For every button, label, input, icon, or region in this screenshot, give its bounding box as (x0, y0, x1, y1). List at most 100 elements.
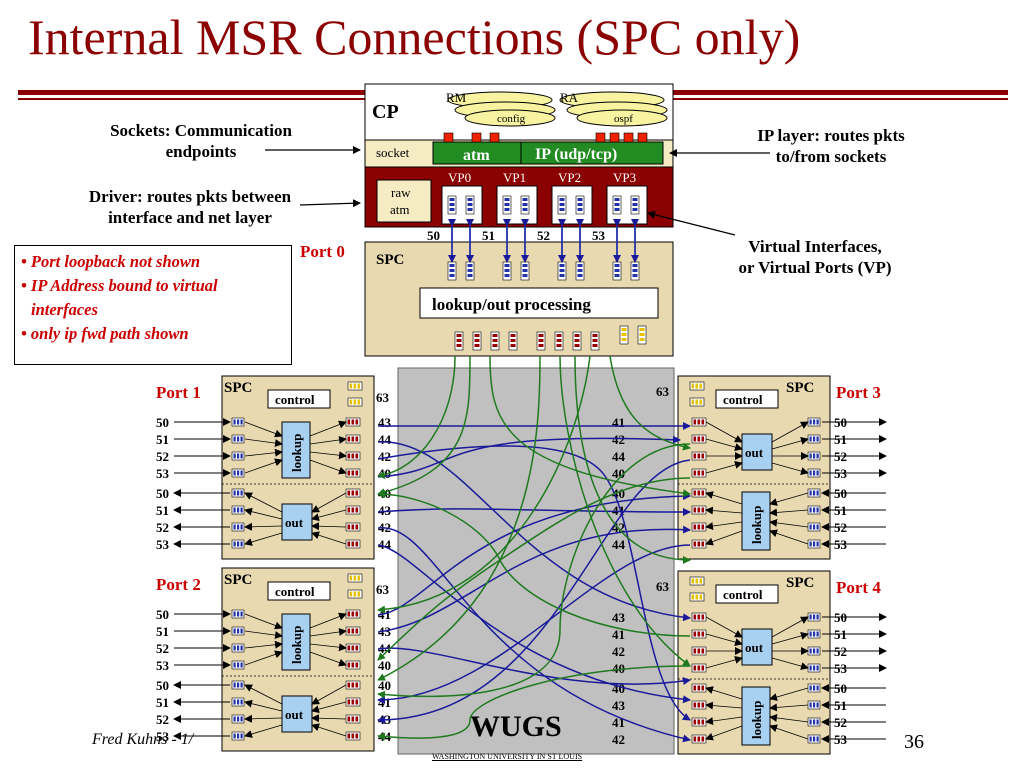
port-4-lk-out-1 (705, 701, 743, 710)
port-3-lnum-3: 40 (612, 466, 625, 481)
vp-queue-a-3 (612, 195, 622, 215)
port-4-out-in-1 (705, 633, 743, 646)
port-4-blue-q-0 (807, 612, 821, 622)
socket-marker-5 (623, 132, 634, 143)
lookup-out-label: lookup/out processing (432, 295, 591, 314)
port-1-blue-q-7 (231, 539, 245, 549)
port-1-lk-in-1 (244, 438, 283, 448)
port-2-rnum-5: 41 (378, 695, 391, 710)
iplayer-annotation: IP layer: routes pkts to/from sockets (706, 125, 956, 167)
port-4-lk-out-2 (705, 716, 743, 725)
port-2-blue-q-5 (231, 697, 245, 707)
port-3-lk-in-1 (769, 508, 809, 517)
port-4-lk-in-3 (769, 724, 809, 740)
port-1-blue-q-4 (231, 488, 245, 498)
vp-number-0: 50 (427, 228, 440, 243)
port-3-lnum-2: 44 (612, 449, 626, 464)
port-2-ctrl-q2 (347, 589, 363, 599)
connection-18 (377, 355, 541, 681)
cp-label: CP (372, 101, 399, 123)
port-1-lnum-1: 51 (156, 432, 169, 447)
port-4-spc-label: SPC (786, 575, 814, 591)
port-4-red-q-5 (691, 700, 707, 710)
port-4-ctrl-q2 (689, 592, 705, 602)
port-1-lk-out-3 (309, 459, 347, 475)
raw-label: raw (391, 185, 411, 200)
sockets-line2: endpoints (165, 142, 237, 161)
port-3-ctrl-q2 (689, 397, 705, 407)
p0-in-queue-a-3 (612, 261, 622, 281)
port-3-control-box (715, 389, 779, 409)
port-2-lk-in-3 (244, 650, 283, 666)
iplayer-line2: to/from sockets (775, 147, 887, 166)
port-2-lnum-4: 50 (156, 678, 169, 693)
p0-out-queue-5 (554, 331, 564, 351)
driver-line2: interface and net layer (108, 208, 272, 227)
port-1-blue-q-1 (231, 434, 245, 444)
port-2-label: Port 2 (156, 575, 201, 594)
socket-marker-2 (489, 132, 500, 143)
port-1-out-out-0 (244, 492, 283, 513)
port-1-63: 63 (376, 390, 390, 405)
port-2-blue-q-3 (231, 660, 245, 670)
port-4-lnum-1: 41 (612, 627, 625, 642)
port-1-lk-in-2 (244, 448, 283, 457)
port-1-lk-in-3 (244, 458, 283, 474)
port-1-out-out-3 (244, 532, 283, 546)
port-4-red-q-4 (691, 683, 707, 693)
port-4-red-q-7 (691, 734, 707, 744)
port-1-red-q-0 (345, 417, 361, 427)
port-4-out-label: out (745, 640, 764, 655)
port-4-red-q-0 (691, 612, 707, 622)
port-3-red-q-1 (691, 434, 707, 444)
port-2-out-out-1 (244, 699, 283, 712)
port-2-lk-out-1 (309, 628, 347, 637)
connection-16 (377, 355, 471, 497)
p0-in-queue-b-1 (520, 261, 530, 281)
port-2-63: 63 (376, 582, 390, 597)
port-3-lk-in-0 (769, 492, 809, 506)
port-3-lk-out-0 (705, 491, 743, 505)
connection-10 (377, 459, 691, 724)
port-2-lnum-1: 51 (156, 624, 169, 639)
port-1-red-q-2 (345, 451, 361, 461)
connection-1 (377, 441, 691, 622)
port-2-out-in-3 (311, 723, 347, 737)
connection-20 (377, 355, 591, 614)
port-1-lnum-5: 51 (156, 503, 169, 518)
port-4-out-out-3 (771, 657, 809, 670)
connection-22 (609, 355, 691, 451)
port-2-lookup-box (281, 613, 311, 671)
wugs-label: WUGS (470, 710, 562, 743)
port-2-blue-q-1 (231, 626, 245, 636)
port-3-lk-out-1 (705, 506, 743, 515)
port-4-out-out-1 (771, 632, 809, 645)
bullet-4: • only ip fwd path shown (21, 324, 189, 343)
port-4-blue-q-4 (807, 683, 821, 693)
connections (377, 355, 691, 743)
port-2-lk-in-0 (244, 613, 283, 630)
port-3-blue-q-1 (807, 434, 821, 444)
connection-3 (377, 435, 681, 478)
port-1-out-label: out (285, 515, 304, 530)
port-3-out-in-3 (705, 461, 743, 474)
p0-in-queue-a-0 (447, 261, 457, 281)
bullet-3: interfaces (31, 300, 98, 319)
iplayer-line1: IP layer: routes pkts (757, 126, 905, 145)
port-3-out-label: out (745, 445, 764, 460)
port-3-label: Port 3 (836, 383, 881, 402)
connection-2 (377, 445, 691, 721)
socket-marker-0 (443, 132, 454, 143)
port-1-lnum-0: 50 (156, 415, 169, 430)
vp-queue-a-1 (502, 195, 512, 215)
port-1-ctrl-q2 (347, 397, 363, 407)
port-1-out-out-1 (244, 507, 283, 520)
port-1-out-in-2 (311, 522, 347, 531)
control-processor: CP RM config RA ospf socket atm IP (udp/… (364, 83, 674, 243)
port-1-blue-q-2 (231, 451, 245, 461)
port-3-lk-out-2 (705, 521, 743, 530)
port-3-lnum-0: 41 (612, 415, 625, 430)
connection-21 (377, 355, 456, 479)
